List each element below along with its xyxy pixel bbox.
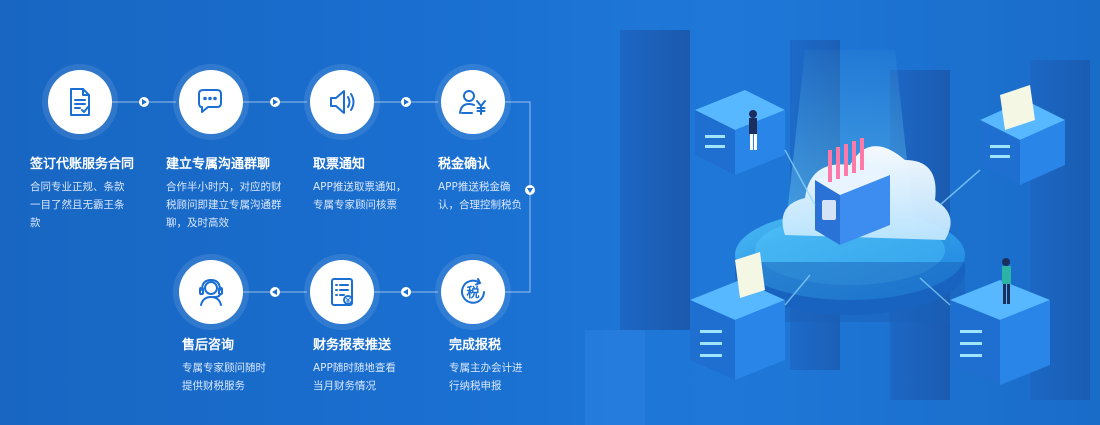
step6-title: 财务报表推送 bbox=[313, 338, 392, 353]
step2-circle bbox=[179, 70, 243, 134]
step4-desc: APP推送税金确认，合理控制税负 bbox=[438, 181, 522, 211]
step6-circle bbox=[310, 260, 374, 324]
cloud-server-illustration bbox=[560, 0, 1100, 425]
step4-title: 税金确认 bbox=[438, 157, 491, 172]
tax-icon-glyph: 税 bbox=[466, 285, 479, 301]
step3-desc: APP推送取票通知，专属专家顾问核票 bbox=[313, 181, 407, 211]
step4-circle bbox=[441, 70, 505, 134]
chat-icon bbox=[198, 89, 222, 113]
contract-icon bbox=[70, 88, 90, 116]
step3-circle bbox=[310, 70, 374, 134]
tax-icon: 税 bbox=[461, 278, 485, 304]
step2-title: 建立专属沟通群聊 bbox=[166, 157, 271, 172]
step5-circle bbox=[179, 260, 243, 324]
step7-desc: 专属主办会计进行纳税申报 bbox=[449, 362, 523, 392]
report-icon bbox=[331, 278, 353, 306]
step7-circle: 税 bbox=[441, 260, 505, 324]
step7-title: 完成报税 bbox=[449, 338, 502, 353]
step2-desc: 合作半小时内，对应的财税顾问即建立专属沟通群聊，及时高效 bbox=[166, 181, 282, 229]
step5-desc: 专属专家顾问随时提供财税服务 bbox=[182, 362, 266, 392]
isometric-datacenter-icon bbox=[585, 30, 1090, 425]
speaker-icon bbox=[330, 90, 355, 114]
step3-title: 取票通知 bbox=[313, 157, 366, 172]
step5-title: 售后咨询 bbox=[182, 338, 235, 353]
step6-desc: APP随时随地查看当月财务情况 bbox=[313, 362, 396, 392]
step1-title: 签订代账服务合同 bbox=[30, 157, 135, 172]
headset-icon bbox=[199, 278, 223, 306]
user-yuan-icon bbox=[459, 90, 486, 115]
step1-circle bbox=[48, 70, 112, 134]
step1-desc: 合同专业正规、条款一目了然且无霸王条款 bbox=[30, 181, 125, 229]
